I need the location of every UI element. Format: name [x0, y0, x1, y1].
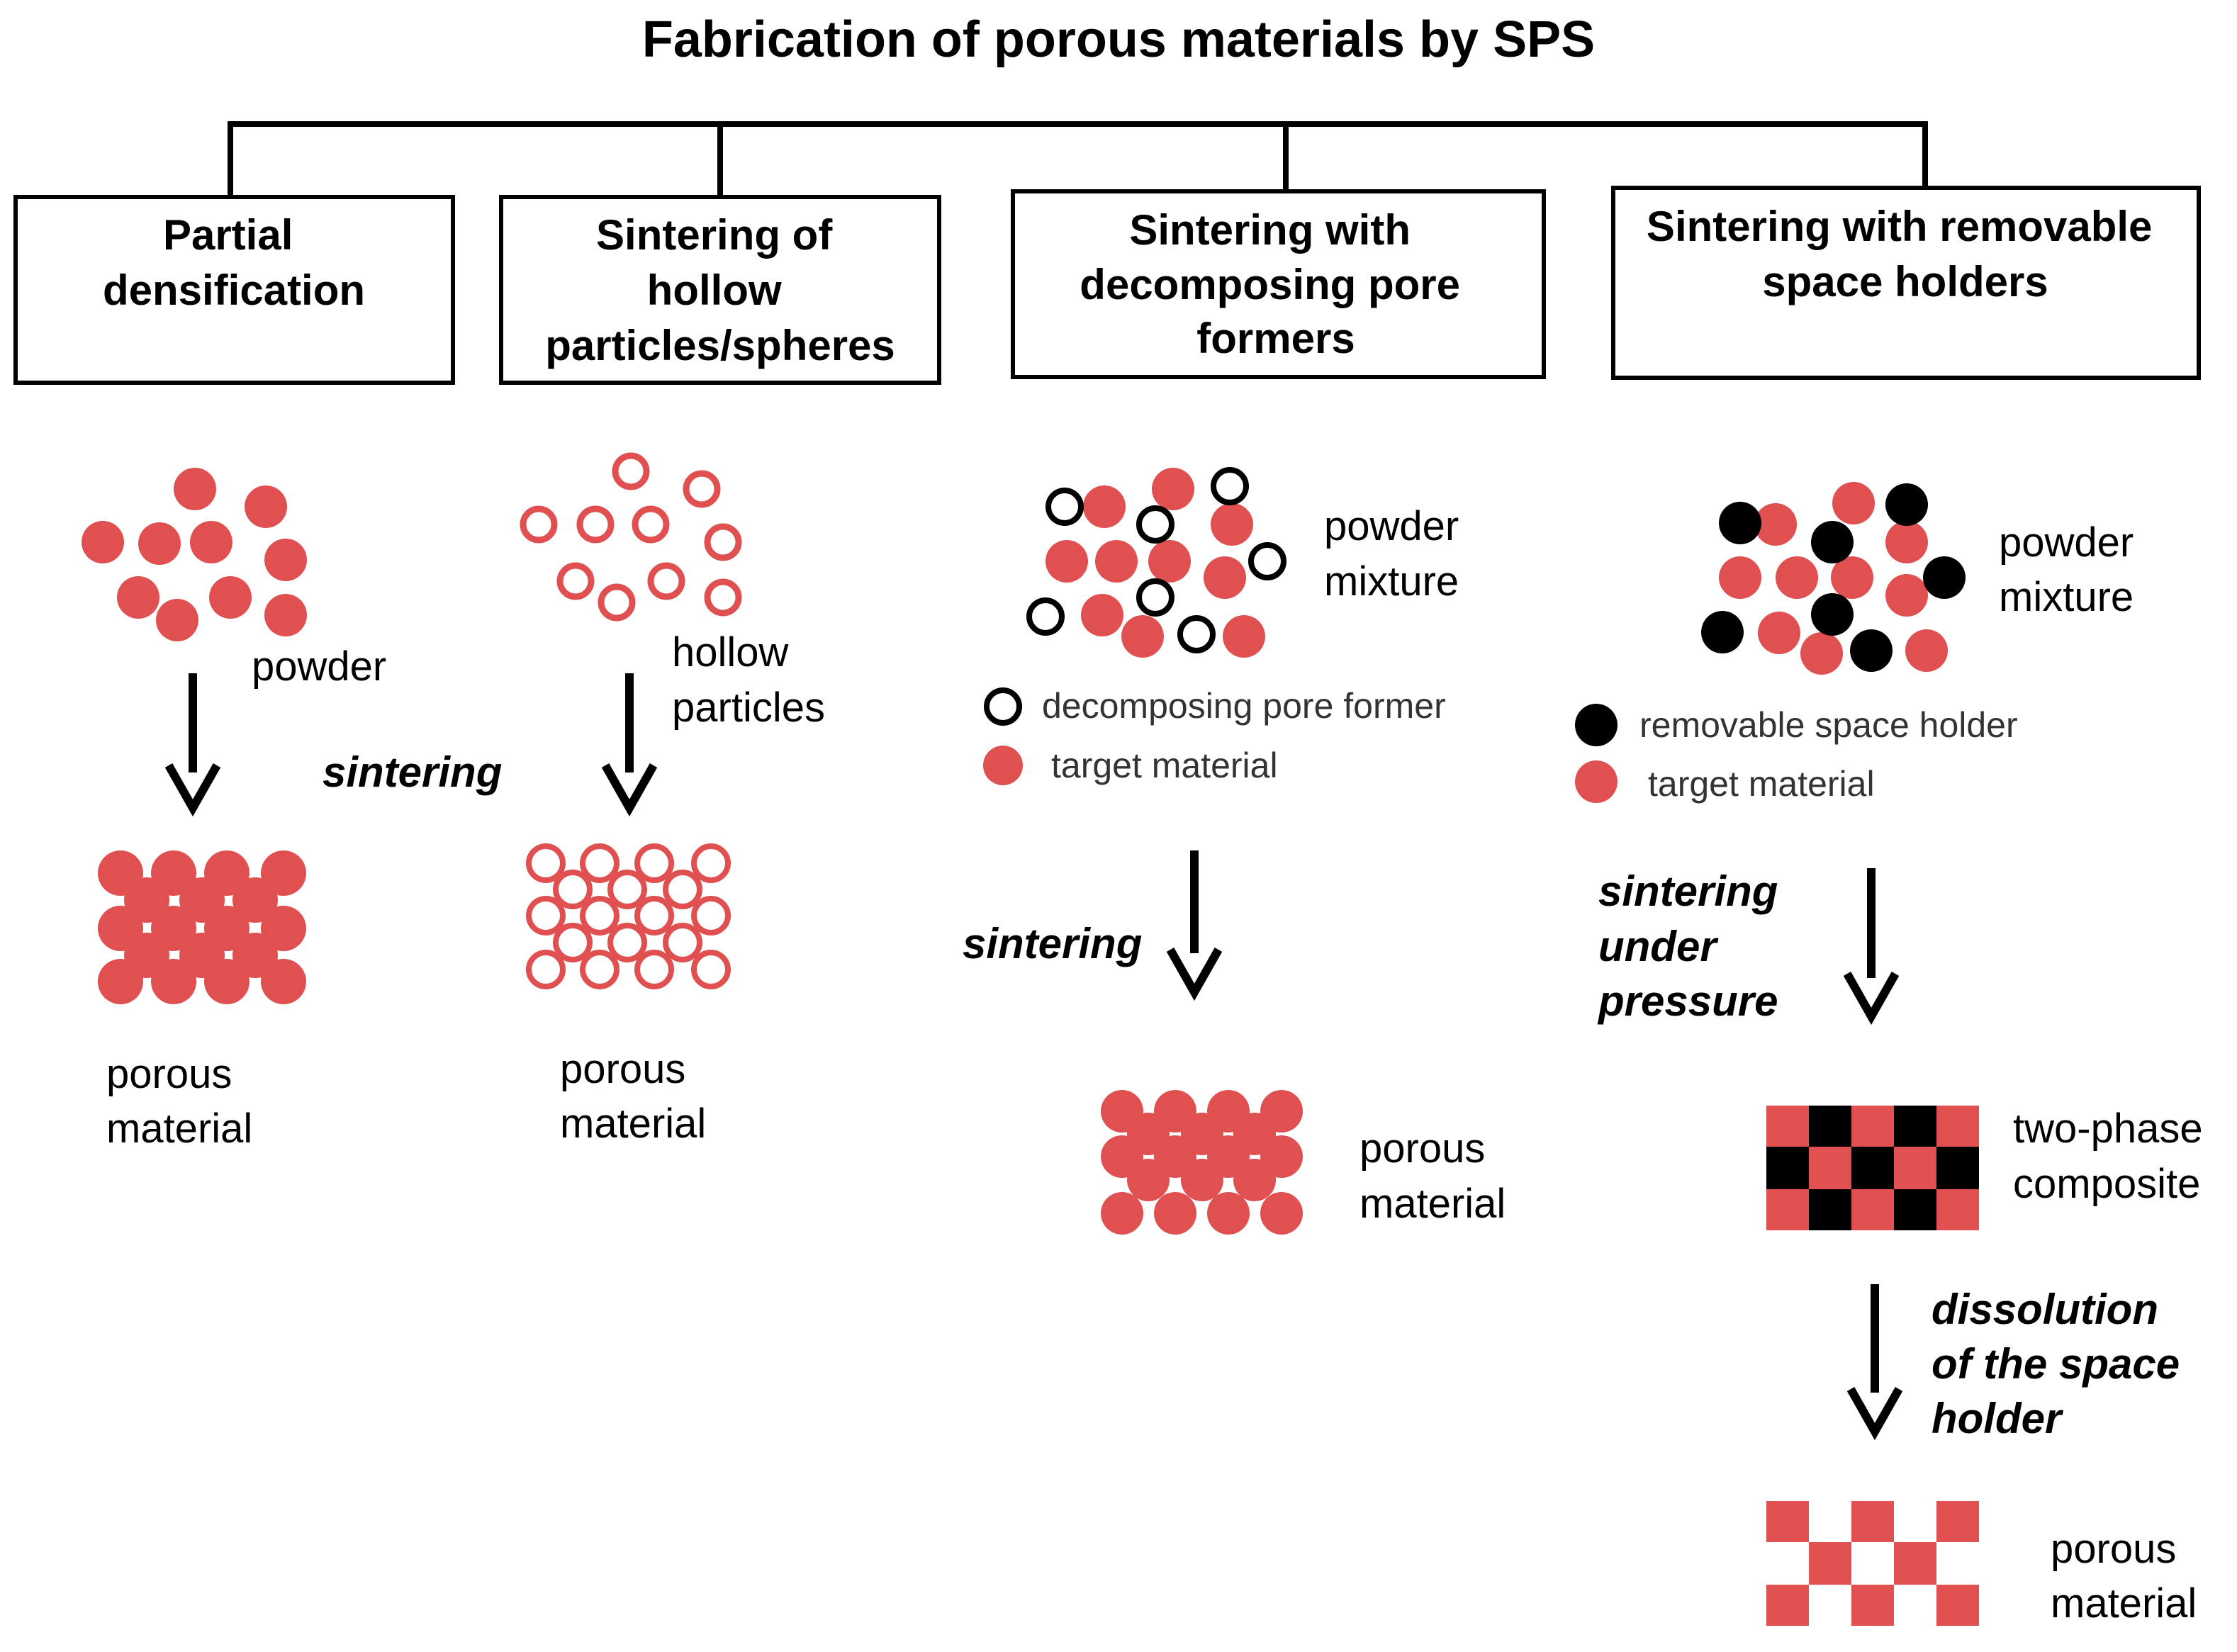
- legend-target-material: target material: [1575, 760, 1875, 804]
- legend-removable-space-holder: removable space holder: [1575, 704, 2018, 746]
- method-title-line: particles/spheres: [545, 322, 895, 369]
- method-box-decomposing-pore-formers: Sintering with decomposing pore formers: [1011, 189, 1546, 379]
- sintering-step-label: sintering: [963, 920, 1142, 967]
- powder-mixture-space-holders: [1701, 483, 1966, 672]
- legend-open-circle-icon: [984, 687, 1022, 726]
- legend-black-circle-icon: [1575, 704, 1618, 746]
- powder-label: powder: [252, 644, 386, 690]
- hollow-particles: [520, 452, 742, 622]
- down-arrow: [601, 673, 658, 817]
- svg-text:removable space holder: removable space holder: [1639, 705, 2018, 745]
- legend-red-circle-icon: [1575, 760, 1618, 803]
- powder-mixture-label: powder mixture: [1999, 519, 2145, 620]
- method-box-hollow-particles: Sintering of hollow particles/spheres: [499, 195, 941, 385]
- porous-material-label: porous material: [560, 1046, 706, 1147]
- two-phase-composite: [1766, 1106, 1979, 1230]
- method-title-line: densification: [103, 266, 365, 314]
- method-title-line: formers: [1196, 315, 1355, 362]
- method-title-line: Sintering of: [596, 211, 833, 259]
- two-phase-composite-label: two-phase composite: [2013, 1106, 2214, 1207]
- down-arrow: [1166, 850, 1223, 1001]
- porous-material-label: porous material: [2051, 1526, 2197, 1626]
- legend-target-material: target material: [983, 746, 1278, 785]
- method-box-partial-densification: Partial densification: [13, 195, 455, 385]
- sintering-step-label: sintering: [323, 748, 502, 796]
- method-box-removable-space-holders: Sintering with removable space holders: [1611, 186, 2201, 380]
- dense-porous-material: [98, 850, 306, 1004]
- porous-material-label: porous material: [1359, 1125, 1506, 1227]
- powder-mixture-target: [1045, 468, 1265, 658]
- dissolution-step-label: dissolution of the space holder: [1932, 1286, 2192, 1442]
- svg-text:Sintering with removable: Sintering with removable space holders: [1647, 203, 2164, 305]
- method-title-line: hollow: [647, 266, 782, 314]
- svg-text:decomposing pore former: decomposing pore former: [1042, 686, 1446, 726]
- powder-particles: [82, 468, 307, 641]
- method-title-line: space holders: [1762, 258, 2048, 305]
- legend-red-circle-icon: [983, 746, 1023, 785]
- svg-text:target material: target material: [1051, 746, 1278, 785]
- connector-tree: [228, 121, 1928, 197]
- hollow-porous-material: [526, 843, 731, 989]
- diagram-title: Fabrication of porous materials by SPS: [642, 11, 1595, 68]
- porous-material-checkerboard: [1766, 1501, 1979, 1626]
- down-arrow: [164, 673, 221, 817]
- powder-mixture-label: powder mixture: [1324, 503, 1470, 605]
- down-arrow: [1846, 1284, 1903, 1441]
- legend-decomposing-pore-former: decomposing pore former: [984, 686, 1446, 726]
- hollow-particles-label: hollow particles: [672, 629, 825, 731]
- svg-text:target material: target material: [1648, 764, 1875, 804]
- powder-mixture-pore-formers: [1026, 467, 1286, 653]
- powder-mixture-target: [1719, 482, 1948, 675]
- porous-material-label: porous material: [106, 1051, 252, 1152]
- porous-material-decomposed: [1101, 1090, 1303, 1235]
- svg-text:Sintering with decomposi: Sintering with decomposing pore formers: [1080, 206, 1471, 362]
- down-arrow: [1843, 868, 1900, 1026]
- svg-text:Sintering of hollow: Sintering of hollow particles/spheres: [545, 211, 895, 369]
- method-title-line: Sintering with removable: [1647, 203, 2152, 250]
- method-title-line: decomposing pore: [1080, 261, 1460, 308]
- svg-text:Partial densification: Partial densification: [103, 211, 365, 314]
- method-title-line: Partial: [163, 211, 293, 259]
- method-title-line: Sintering with: [1129, 206, 1411, 254]
- sintering-under-pressure-label: sintering under pressure: [1597, 867, 1790, 1025]
